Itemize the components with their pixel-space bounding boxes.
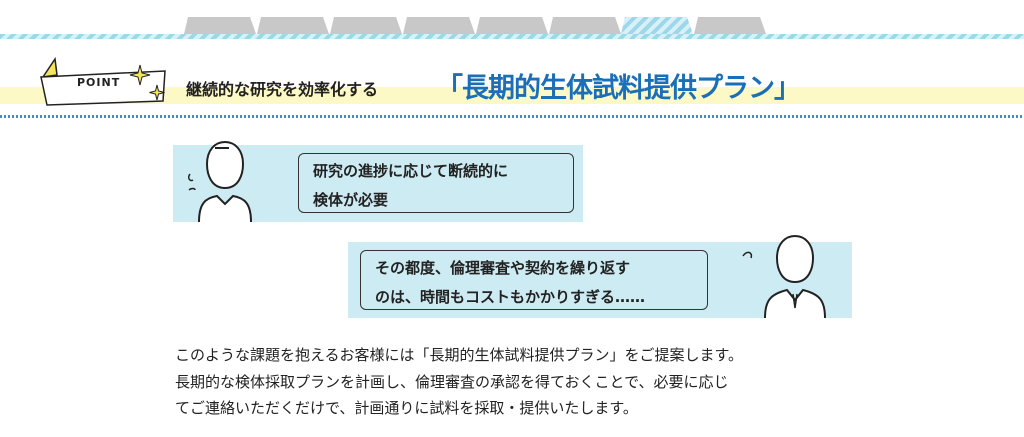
tab-3[interactable] — [330, 17, 402, 34]
body-line: 長期的な検体採取プランを計画し、倫理審査の承認を得ておくことで、必要に応じ — [175, 372, 729, 391]
point-badge-icon — [40, 57, 166, 106]
body-line: このような課題を抱えるお客様には「長期的生体試料提供プラン」をご提案します。 — [175, 346, 744, 364]
bubble-line: 研究の進捗に応じて断続的に — [313, 162, 509, 180]
heading-lead: 継続的な研究を効率化する — [186, 80, 379, 99]
tab-2[interactable] — [257, 17, 329, 34]
body-line: てご連絡いただくだけで、計画通りに試料を採取・提供いたします。 — [175, 399, 638, 417]
tab-4[interactable] — [403, 17, 475, 34]
man-avatar-icon — [742, 234, 826, 318]
tab-6[interactable] — [549, 17, 621, 34]
page-title: 「長期的生体試料提供プラン」 — [436, 73, 801, 104]
bubble-line: その都度、倫理審査や契約を繰り返す — [375, 259, 631, 277]
woman-avatar-icon — [188, 140, 252, 222]
striped-divider — [0, 34, 1024, 39]
speech-bubble-2: その都度、倫理審査や契約を繰り返す のは、時間もコストもかかりすぎる…… — [360, 250, 708, 310]
body-text: このような課題を抱えるお客様には「長期的生体試料提供プラン」をご提案します。 長… — [175, 342, 743, 422]
point-label: POINT — [77, 76, 121, 89]
tab-1[interactable] — [184, 17, 256, 34]
tab-8[interactable] — [694, 17, 766, 34]
dotted-divider — [0, 115, 1024, 118]
speech-bubble-1: 研究の進捗に応じて断続的に 検体が必要 — [298, 153, 574, 213]
tab-5[interactable] — [476, 17, 548, 34]
tab-7-active[interactable] — [621, 17, 693, 34]
bubble-line: のは、時間もコストもかかりすぎる…… — [375, 288, 646, 306]
highlight-band — [0, 87, 1024, 104]
bubble-line: 検体が必要 — [313, 191, 389, 209]
